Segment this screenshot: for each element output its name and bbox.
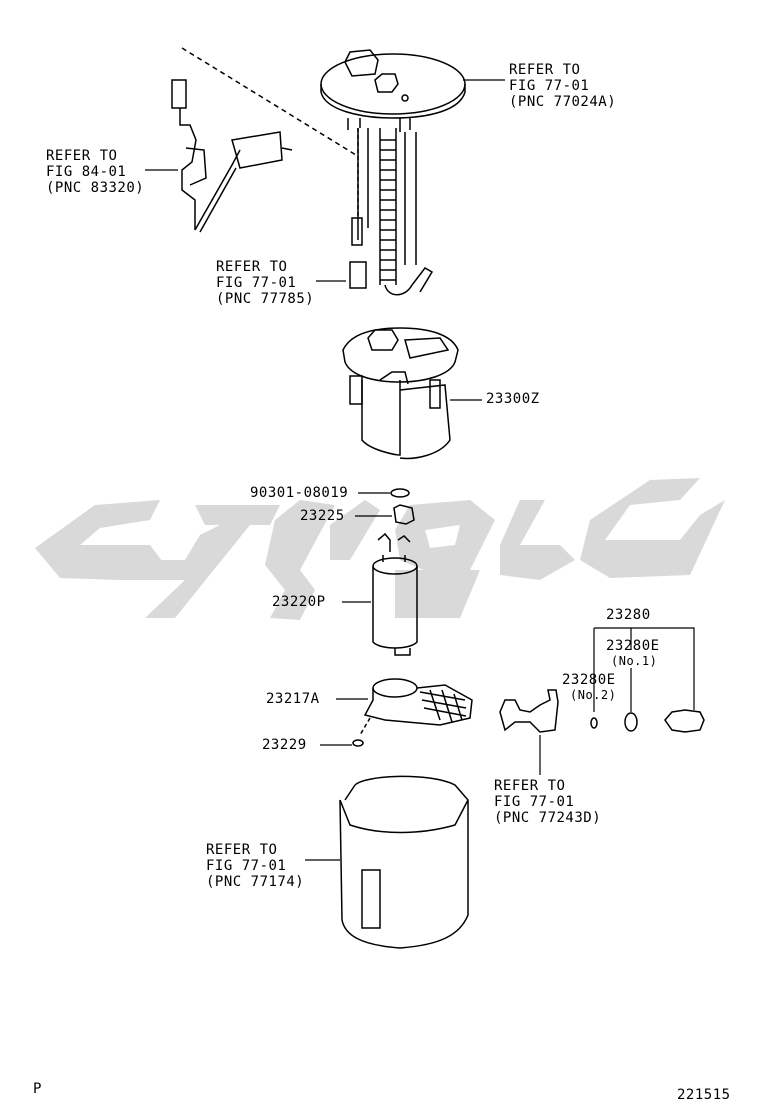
part-number-23280e-no1[interactable]: 23280E xyxy=(606,638,660,654)
part-note-no1: (No.1) xyxy=(611,654,658,668)
part-number-23300z[interactable]: 23300Z xyxy=(486,391,540,407)
part-number-23229[interactable]: 23229 xyxy=(262,737,307,753)
fuel-sender-flange xyxy=(320,49,466,132)
dashed-guide-line xyxy=(181,47,357,156)
wire-connector xyxy=(349,217,367,289)
fuel-filter xyxy=(359,678,473,736)
footer-left-code: P xyxy=(33,1081,42,1097)
leader-lines xyxy=(145,79,695,861)
pressure-regulator xyxy=(499,689,705,733)
part-number-90301-08019[interactable]: 90301-08019 xyxy=(250,485,349,501)
part-number-23280e-no2[interactable]: 23280E xyxy=(562,672,616,688)
part-note-no2: (No.2) xyxy=(570,688,617,702)
fuel-pump xyxy=(372,532,418,656)
fuel-level-gauge xyxy=(171,79,293,233)
watermark-logo xyxy=(35,478,725,620)
corrugated-hose xyxy=(357,128,434,296)
gasket-ring xyxy=(390,488,410,498)
figure-code: 221515 xyxy=(677,1087,731,1103)
pump-cushion xyxy=(393,504,415,525)
part-number-23220p[interactable]: 23220P xyxy=(272,594,326,610)
part-number-23217a[interactable]: 23217A xyxy=(266,691,320,707)
pump-bracket xyxy=(342,327,459,460)
washer xyxy=(352,739,364,747)
part-number-23280[interactable]: 23280 xyxy=(606,607,651,623)
part-number-23225[interactable]: 23225 xyxy=(300,508,345,524)
sub-tank-case xyxy=(339,775,469,949)
